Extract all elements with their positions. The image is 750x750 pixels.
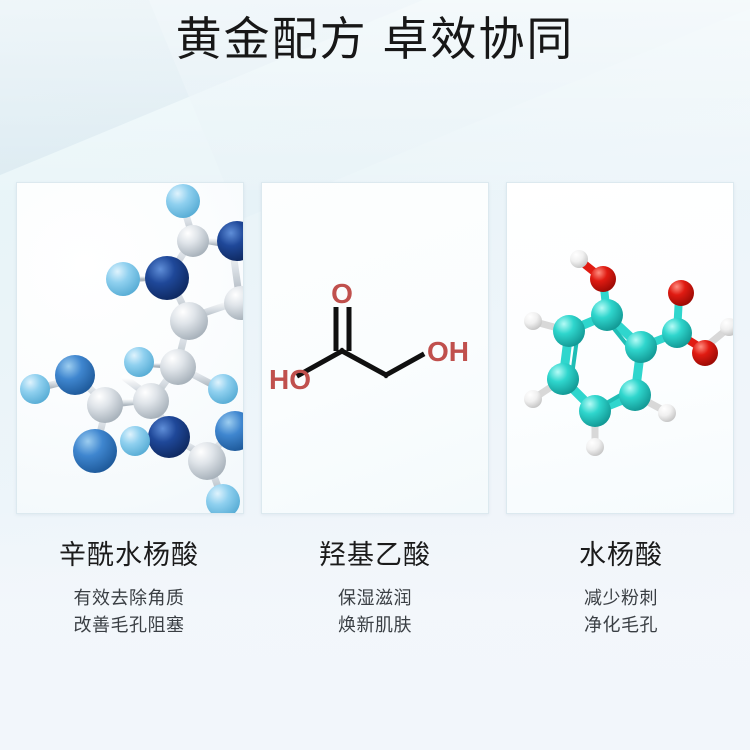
figure-background-2	[262, 183, 488, 513]
label-hydroxyl-right: OH	[427, 336, 469, 367]
ingredient-caption-3: 水杨酸 减少粉刺 净化毛孔	[508, 536, 734, 639]
ingredient-benefit-2-1: 保湿滋润	[338, 588, 412, 608]
ingredient-benefits-3: 减少粉刺 净化毛孔	[508, 585, 734, 639]
ingredient-caption-2: 羟基乙酸 保湿滋润 焕新肌肤	[262, 536, 488, 639]
ingredient-name-1: 辛酰水杨酸	[59, 540, 199, 570]
page-title: 黄金配方 卓效协同	[175, 13, 575, 65]
molecule-3d-icon-salicylic-acid	[524, 250, 733, 456]
ingredient-benefits-2: 保湿滋润 焕新肌肤	[262, 585, 488, 639]
label-carbonyl-oxygen: O	[331, 278, 353, 309]
background-top-wash	[0, 0, 750, 190]
molecule-3d-icon-octanoyl-salicylic-acid	[20, 184, 243, 513]
ingredient-name-3: 水杨酸	[579, 540, 663, 570]
ingredient-benefit-3-2: 净化毛孔	[584, 615, 658, 635]
ingredient-benefit-1-2: 改善毛孔阻塞	[73, 615, 185, 635]
label-hydroxyl-left: HO	[269, 364, 311, 395]
ingredient-benefits-1: 有效去除角质 改善毛孔阻塞	[16, 585, 242, 639]
skeletal-formula-icon-glycolic-acid: O HO OH	[269, 278, 469, 395]
ingredient-benefit-3-1: 减少粉刺	[584, 588, 658, 608]
ingredient-benefit-2-2: 焕新肌肤	[338, 615, 412, 635]
ingredient-name-2: 羟基乙酸	[319, 540, 431, 570]
ingredient-card-1[interactable]	[16, 182, 244, 514]
ingredient-figure-1	[17, 183, 243, 513]
ingredient-caption-1: 辛酰水杨酸 有效去除角质 改善毛孔阻塞	[16, 536, 242, 639]
ingredient-benefit-1-1: 有效去除角质	[73, 588, 185, 608]
ingredient-card-2[interactable]: O HO OH	[261, 182, 489, 514]
ingredient-card-3[interactable]	[506, 182, 734, 514]
ingredient-card-row: O HO OH	[16, 182, 734, 514]
background-bottom-wash	[0, 510, 750, 750]
ingredient-figure-2: O HO OH	[262, 183, 488, 513]
ingredient-figure-3	[507, 183, 733, 513]
ingredient-caption-row: 辛酰水杨酸 有效去除角质 改善毛孔阻塞 羟基乙酸 保湿滋润 焕新肌肤 水杨酸 减…	[16, 536, 734, 639]
